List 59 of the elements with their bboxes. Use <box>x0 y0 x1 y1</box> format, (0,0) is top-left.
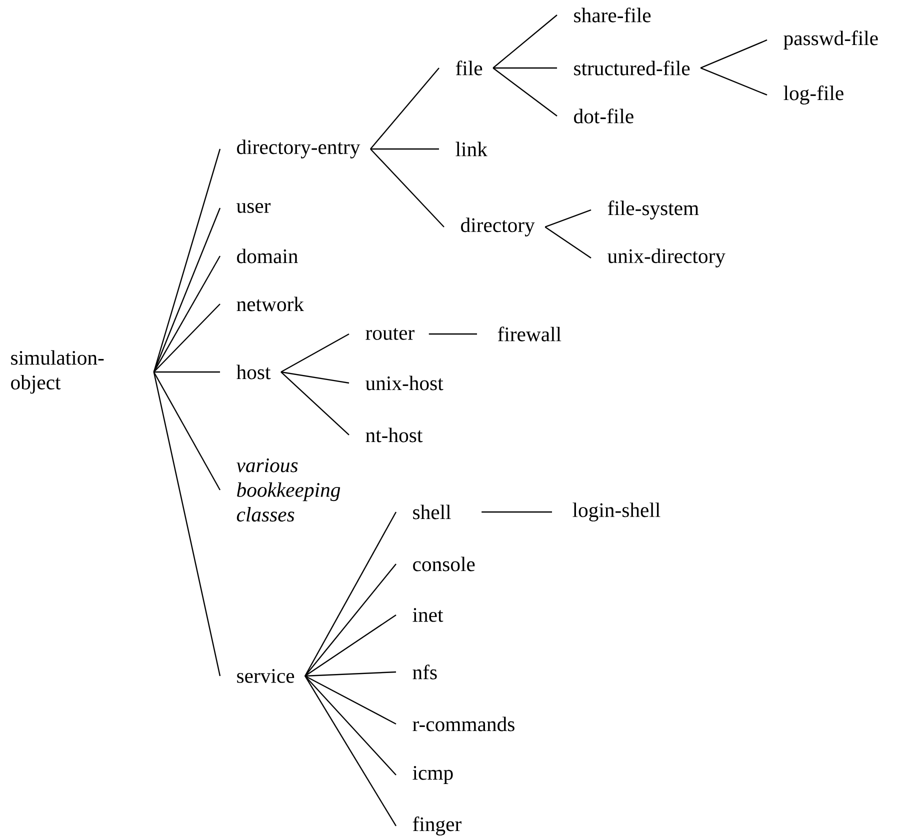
class-label: router <box>366 328 414 340</box>
class-label: various bookkeeping classes <box>236 458 340 522</box>
tree-line <box>280 372 350 436</box>
tree-line <box>280 371 350 384</box>
tree-line <box>153 208 221 372</box>
tree-line <box>482 511 552 513</box>
tree-line <box>370 68 440 150</box>
class-label: simulation-object <box>11 350 104 394</box>
class-label: user <box>236 203 270 213</box>
class-label: icmp <box>412 766 453 784</box>
tree-line <box>304 512 397 676</box>
class-label: finger <box>412 816 462 836</box>
tree-line <box>304 676 397 826</box>
tree-line <box>370 148 444 228</box>
class-label: passwd-file <box>784 30 878 50</box>
tree-line <box>544 209 592 228</box>
class-label: firewall <box>498 326 562 342</box>
class-label: host <box>236 364 271 380</box>
tree-line <box>304 564 396 676</box>
class-label: network <box>236 296 304 312</box>
tree-line <box>305 671 396 677</box>
class-label: login-shell <box>572 502 660 522</box>
tree-line <box>153 372 221 676</box>
class-label: nt-host <box>366 428 423 442</box>
class-label: unix-directory <box>608 248 726 268</box>
class-label: link <box>456 142 488 156</box>
class-label: console <box>413 556 475 572</box>
class-label: domain <box>237 248 298 264</box>
class-label: directory-entry <box>237 140 360 158</box>
class-label: directory <box>461 218 535 236</box>
tree-line <box>280 333 350 372</box>
tree-line <box>370 148 439 150</box>
class-label: share-file <box>574 8 651 22</box>
class-label: unix-host <box>366 376 444 390</box>
class-label: log-file <box>784 85 844 104</box>
tree-line <box>428 333 477 335</box>
tree-line <box>153 372 221 490</box>
tree-line <box>153 148 221 372</box>
tree-line <box>493 67 557 69</box>
tree-line <box>304 614 396 676</box>
tree-line <box>544 226 592 258</box>
class-label: service <box>237 669 294 683</box>
tree-line <box>700 67 768 96</box>
tree-line <box>153 256 221 372</box>
tree-line <box>154 371 220 373</box>
class-label: r-commands <box>412 716 514 732</box>
class-label: nfs <box>412 664 437 680</box>
tree-line <box>153 304 220 372</box>
tree-line <box>700 39 768 69</box>
class-label: structured-file <box>574 60 690 76</box>
class-label: file-system <box>608 200 699 220</box>
class-label: shell <box>413 504 451 520</box>
class-label: dot-file <box>574 108 634 124</box>
tree-line <box>304 675 396 725</box>
tree-line <box>492 14 558 68</box>
tree-line <box>304 676 396 776</box>
tree-line <box>492 68 558 116</box>
class-label: inet <box>412 608 444 622</box>
class-label: file <box>456 60 482 76</box>
